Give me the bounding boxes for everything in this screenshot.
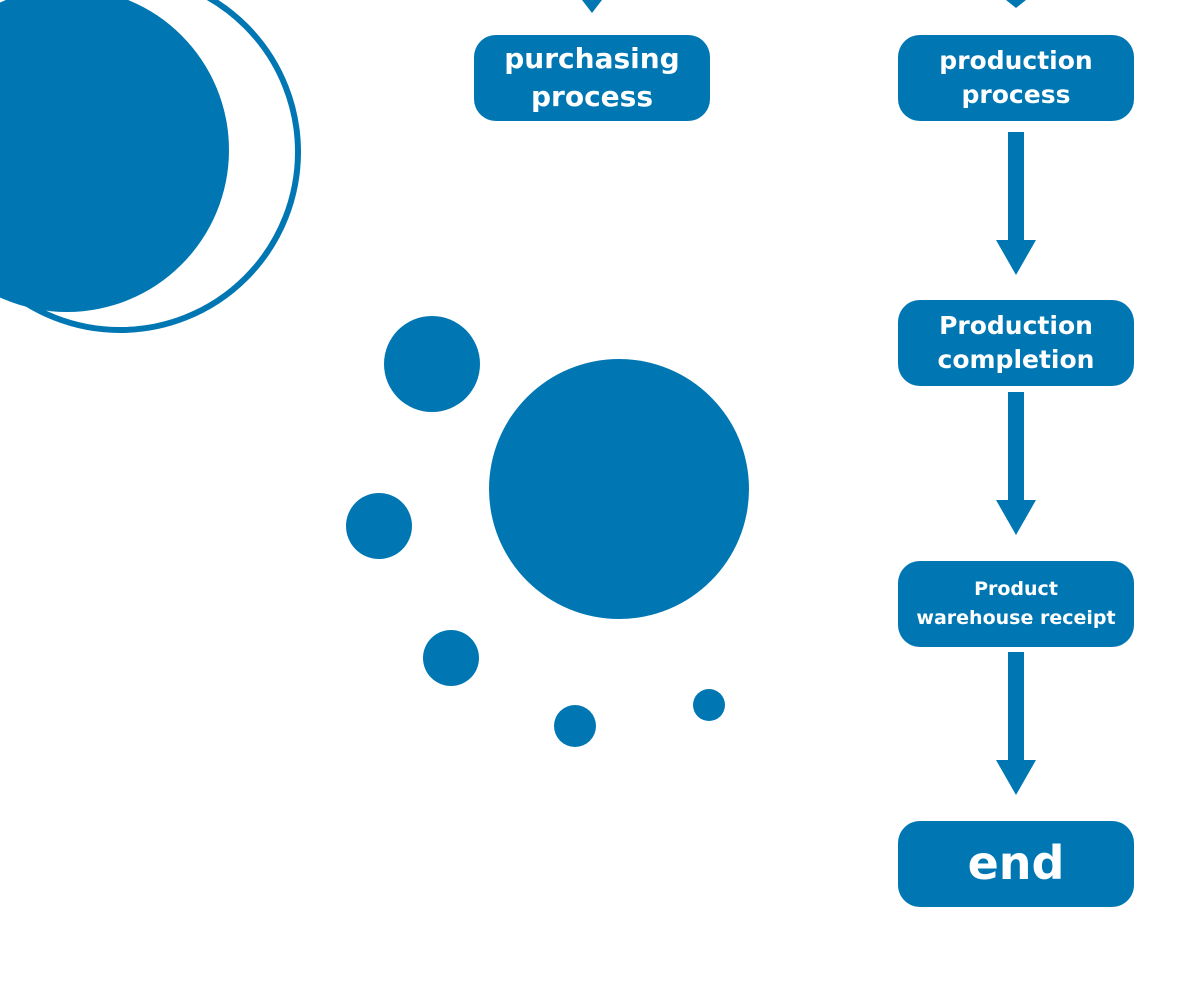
node-product-warehouse-receipt: Product warehouse receipt: [898, 561, 1134, 647]
deco-ring-large: [0, 0, 301, 333]
node-label: Product warehouse receipt: [916, 577, 1116, 629]
incoming-arrow-tip: [1006, 0, 1026, 8]
node-purchasing-process: purchasing process: [474, 35, 710, 121]
node-production-completion: Production completion: [898, 300, 1134, 386]
arrow-completion-to-receipt: [996, 392, 1036, 535]
node-label: production process: [939, 46, 1093, 109]
deco-circle-center: [489, 359, 749, 619]
arrow-receipt-to-end: [996, 652, 1036, 795]
node-label: end: [967, 836, 1065, 891]
node-label: Production completion: [937, 311, 1095, 374]
node-production-process: production process: [898, 35, 1134, 121]
deco-circle-small: [693, 689, 725, 721]
arrow-production-to-completion: [996, 132, 1036, 275]
deco-circle-small: [423, 630, 479, 686]
deco-circle-small: [384, 316, 480, 412]
incoming-arrow-tip: [582, 0, 602, 13]
node-label: purchasing process: [504, 42, 680, 113]
deco-circle-small: [346, 493, 412, 559]
deco-circle-small: [554, 705, 596, 747]
deco-circle-large: [0, 0, 229, 312]
node-end: end: [898, 821, 1134, 907]
